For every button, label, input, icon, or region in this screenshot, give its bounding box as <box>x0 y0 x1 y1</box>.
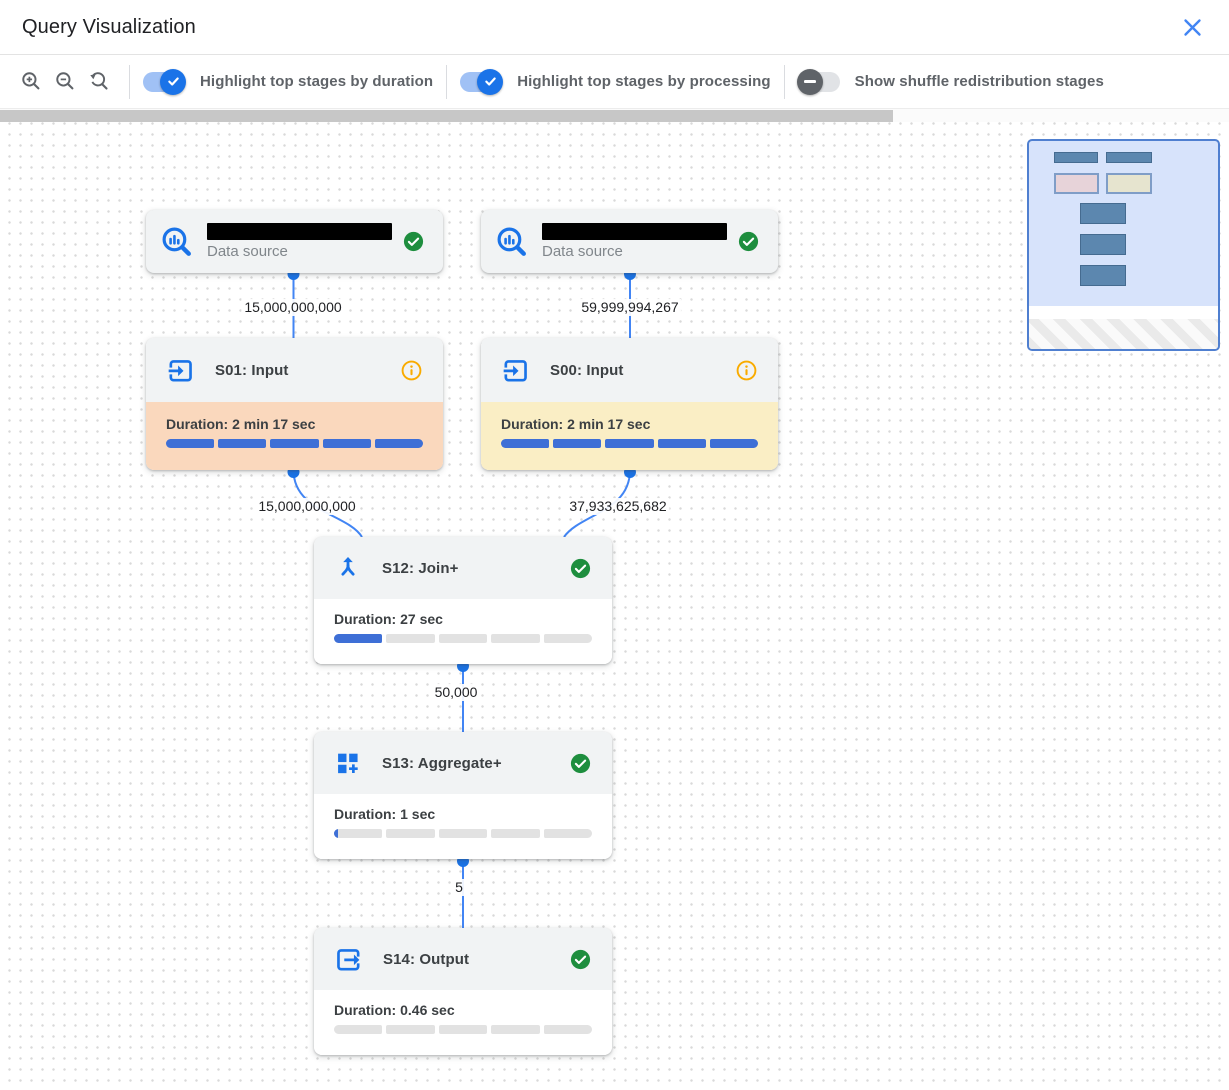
minimap-node <box>1080 234 1126 255</box>
stage-title: S14: Output <box>383 950 470 968</box>
highlight-processing-label: Highlight top stages by processing <box>517 73 771 90</box>
redacted-label <box>207 223 392 240</box>
progress-bar <box>334 829 593 838</box>
data-source-label: Data source <box>542 243 623 260</box>
minimap-empty-area <box>1029 306 1218 319</box>
show-shuffle-label: Show shuffle redistribution stages <box>854 73 1104 90</box>
stage-node-s12[interactable]: S12: Join+ Duration: 27 sec <box>314 537 612 664</box>
minimap-node <box>1080 203 1126 224</box>
edge-rows-label: 15,000,000,000 <box>255 498 359 515</box>
panel-header: Query Visualization <box>0 0 1229 55</box>
toggle-thumb-check-icon <box>160 68 186 95</box>
minimap-node <box>1080 265 1126 286</box>
stage-duration-section: Duration: 2 min 17 sec <box>481 402 778 470</box>
stage-title: S12: Join+ <box>382 559 459 577</box>
toolbar-divider <box>446 64 448 99</box>
info-icon[interactable] <box>735 359 758 382</box>
edge-rows-label: 5 <box>452 879 466 896</box>
edge-rows-label: 37,933,625,682 <box>566 498 670 515</box>
show-shuffle-toggle[interactable] <box>796 68 840 95</box>
data-source-node-2[interactable]: Data source <box>481 210 778 273</box>
stage-node-s14[interactable]: S14: Output Duration: 0.46 sec <box>314 928 612 1055</box>
zoom-in-icon <box>21 72 39 90</box>
minimap-node-processing <box>1106 173 1152 194</box>
close-icon <box>1183 18 1201 36</box>
success-icon <box>402 230 425 253</box>
success-icon <box>569 752 592 775</box>
zoom-reset-icon <box>89 72 108 90</box>
zoom-in-button[interactable] <box>14 65 48 99</box>
stage-duration-section: Duration: 27 sec <box>314 599 612 664</box>
duration-text: Duration: 2 min 17 sec <box>501 416 651 432</box>
edge-rows-label: 15,000,000,000 <box>241 299 345 316</box>
progress-bar <box>166 439 424 448</box>
data-source-label: Data source <box>207 243 288 260</box>
input-icon <box>168 359 192 381</box>
data-source-icon <box>162 227 191 256</box>
progress-bar <box>334 634 593 643</box>
success-icon <box>569 557 592 580</box>
edge-rows-label: 50,000 <box>431 684 481 701</box>
duration-text: Duration: 0.46 sec <box>334 1002 455 1018</box>
duration-text: Duration: 27 sec <box>334 611 443 627</box>
input-icon <box>503 359 527 381</box>
minimap-node <box>1106 152 1152 163</box>
horizontal-scrollbar <box>0 109 1229 122</box>
duration-text: Duration: 1 sec <box>334 806 436 822</box>
redacted-label <box>542 223 727 240</box>
toolbar-divider <box>783 64 785 99</box>
data-source-node-1[interactable]: Data source <box>146 210 443 273</box>
close-button[interactable] <box>1177 12 1207 42</box>
stage-title: S01: Input <box>215 361 289 379</box>
stage-title: S13: Aggregate+ <box>382 754 502 772</box>
success-icon <box>737 230 760 253</box>
stage-title: S00: Input <box>550 361 624 379</box>
info-icon[interactable] <box>400 359 423 382</box>
toggle-thumb-check-icon <box>477 68 504 95</box>
minimap-node <box>1054 152 1098 163</box>
stage-node-s01[interactable]: S01: Input Duration: 2 min 17 sec <box>146 338 443 470</box>
toolbar: Highlight top stages by duration Highlig… <box>0 55 1229 109</box>
data-source-icon <box>497 227 526 256</box>
toggle-thumb-minus-icon <box>796 68 823 95</box>
minimap[interactable] <box>1027 139 1220 351</box>
aggregate-icon <box>338 753 358 774</box>
progress-bar <box>334 1025 593 1034</box>
highlight-duration-label: Highlight top stages by duration <box>200 73 434 90</box>
toggle-shuffle-group: Show shuffle redistribution stages <box>796 68 1104 95</box>
output-icon <box>337 948 362 970</box>
stage-node-s00[interactable]: S00: Input Duration: 2 min 17 sec <box>481 338 778 470</box>
zoom-out-button[interactable] <box>48 65 82 99</box>
join-icon <box>341 557 355 576</box>
stage-duration-section: Duration: 0.46 sec <box>314 990 612 1055</box>
toggle-processing-group: Highlight top stages by processing <box>460 68 771 95</box>
stage-duration-section: Duration: 2 min 17 sec <box>146 402 443 470</box>
toolbar-divider <box>129 64 130 99</box>
scrollbar-thumb[interactable] <box>0 110 893 122</box>
minimap-node-duration <box>1054 173 1099 194</box>
stage-node-s13[interactable]: S13: Aggregate+ Duration: 1 sec <box>314 732 612 859</box>
success-icon <box>569 948 592 971</box>
duration-text: Duration: 2 min 17 sec <box>166 416 316 432</box>
highlight-duration-toggle[interactable] <box>143 68 186 95</box>
page-title: Query Visualization <box>22 15 196 38</box>
highlight-processing-toggle[interactable] <box>460 68 504 95</box>
zoom-out-icon <box>55 72 73 90</box>
progress-bar <box>501 439 759 448</box>
zoom-reset-button[interactable] <box>82 65 116 99</box>
minimap-out-of-bounds <box>1029 319 1218 349</box>
toggle-duration-group: Highlight top stages by duration <box>143 68 434 95</box>
edge-rows-label: 59,999,994,267 <box>578 299 682 316</box>
graph-canvas[interactable]: 15,000,000,000 59,999,994,267 15,000,000… <box>0 122 1229 1090</box>
stage-duration-section: Duration: 1 sec <box>314 794 612 859</box>
